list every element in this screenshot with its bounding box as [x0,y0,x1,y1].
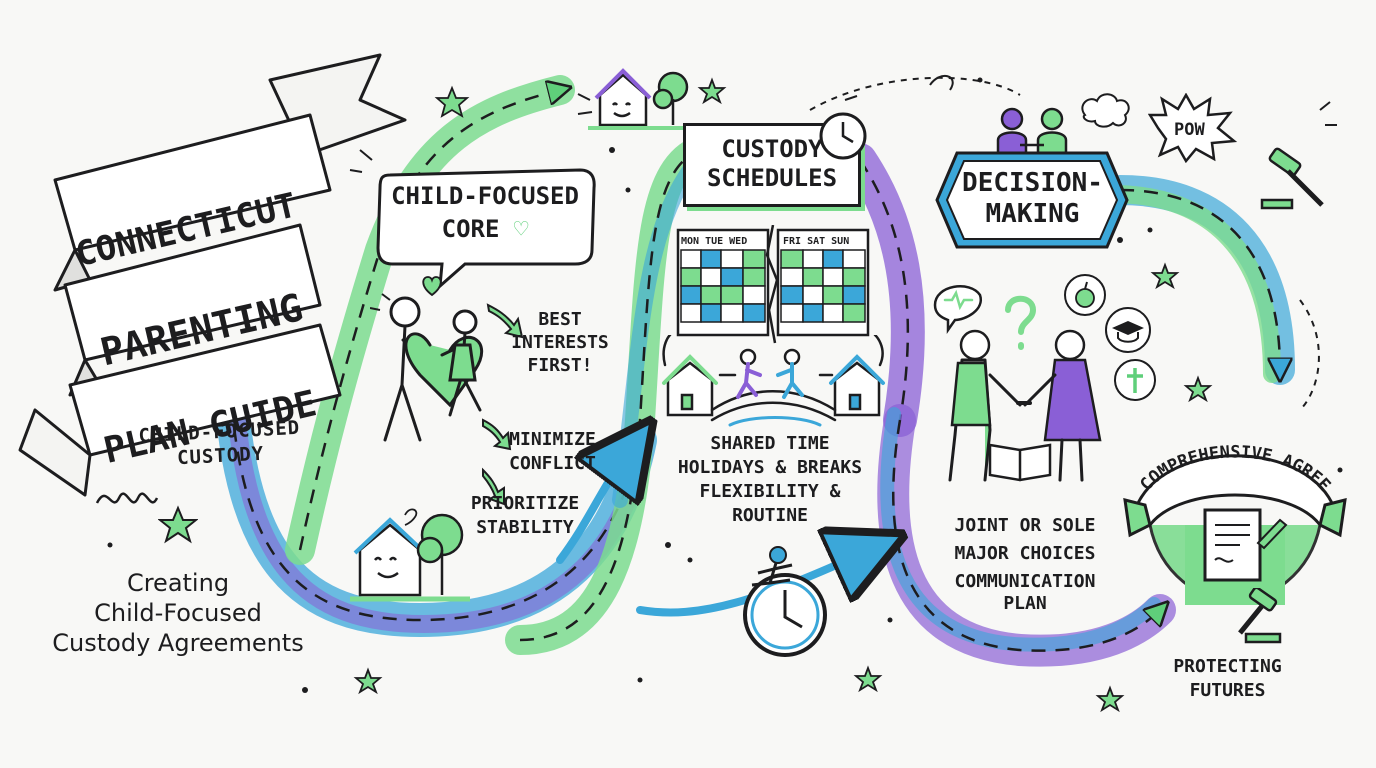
subtitle-line-3: Custody Agreements [52,629,304,657]
handshake-icon [933,285,1102,482]
clock-icon [819,112,867,160]
point-best-interests-line-3: FIRST! [527,355,593,376]
decision-point-1: JOINT OR SOLE [954,515,1096,536]
agreement-caption-line-2: FUTURES [1189,680,1266,701]
point-best-interests: BEST INTERESTS FIRST! [505,308,615,377]
child-focused-title: CHILD-FOCUSED CORE ♡ [380,180,590,246]
schedules-point-2: HOLIDAYS & BREAKS [677,457,863,478]
schedules-point-4: ROUTINE [732,505,808,526]
child-focused-title-line-2: CORE ♡ [441,215,529,243]
heart-icon [422,276,442,297]
custody-schedules-title: CUSTODY SCHEDULES [686,126,858,193]
point-prioritize-stability: PRIORITIZE STABILITY [465,492,585,540]
subtitle: Creating Child-Focused Custody Agreement… [48,568,308,658]
apple-icon [1064,274,1106,316]
pow-text: POW [1174,120,1205,140]
left-caption: CHILD-FOCUSED CUSTODY [129,415,311,472]
agreement-caption: PROTECTING FUTURES [1155,655,1300,703]
star-icon [158,505,198,544]
parent-child-hug-illustration [370,293,484,442]
house-icon [588,68,698,130]
custody-schedules-title-line-2: SCHEDULES [706,164,838,192]
calendar-days-left: MON TUE WED [681,236,747,247]
schedules-point-1: SHARED TIME [710,433,830,454]
decision-making-title-line-2: MAKING [985,199,1080,229]
graduation-cap-icon [1105,307,1151,353]
subtitle-line-1: Creating [126,569,230,597]
point-minimize-conflict-line-2: CONFLICT [509,453,596,474]
spiral-doodle [95,492,159,504]
child-focused-bubble [376,168,596,290]
thought-bubble-icon [1081,93,1130,128]
house-tree-illustration [350,508,470,602]
agreement-badge: COMPREHENSIVE AGREEMENT [1120,425,1347,605]
bullet-arrows [482,303,524,506]
point-best-interests-line-1: BEST [538,309,582,330]
child-focused-title-line-1: CHILD-FOCUSED [391,182,579,210]
point-prioritize-stability-line-1: PRIORITIZE [470,493,580,514]
schedules-point-3: FLEXIBILITY & [699,481,841,502]
gavel-icon [1238,588,1282,644]
decision-making-badge [935,151,1129,249]
running-clock-illustration [743,546,827,657]
subtitle-line-2: Child-Focused [94,599,262,627]
decision-point-4: PLAN [1003,593,1047,614]
point-minimize-conflict: MINIMIZE CONFLICT [495,428,610,476]
decision-point-2: MAJOR CHOICES [954,543,1096,564]
heart-icon: ♡ [513,215,529,243]
schedules-points: SHARED TIME HOLIDAYS & BREAKS FLEXIBILIT… [660,432,880,528]
point-minimize-conflict-line-1: MINIMIZE [509,429,596,450]
decision-making-title: DECISION- MAKING [950,168,1115,230]
custody-schedules-title-line-1: CUSTODY [721,135,823,163]
calendar-icon: MON TUE WED FRI SAT SUN [676,225,870,344]
calendar-days-right: FRI SAT SUN [783,236,849,247]
bridge-icon [662,335,885,427]
point-best-interests-line-2: INTERESTS [511,332,609,353]
title-banner: CONNECTICUT PARENTING PLAN GUIDE [18,53,407,497]
decision-making-title-line-1: DECISION- [962,168,1103,198]
cross-icon [1114,359,1156,401]
agreement-caption-line-1: PROTECTING [1173,656,1282,677]
point-prioritize-stability-line-2: STABILITY [476,517,574,538]
decision-point-3: COMMUNICATION [954,571,1096,592]
pow-burst: POW [1148,93,1238,163]
decision-points: JOINT OR SOLE MAJOR CHOICES COMMUNICATIO… [925,512,1125,618]
gavel-icon [1260,147,1324,210]
